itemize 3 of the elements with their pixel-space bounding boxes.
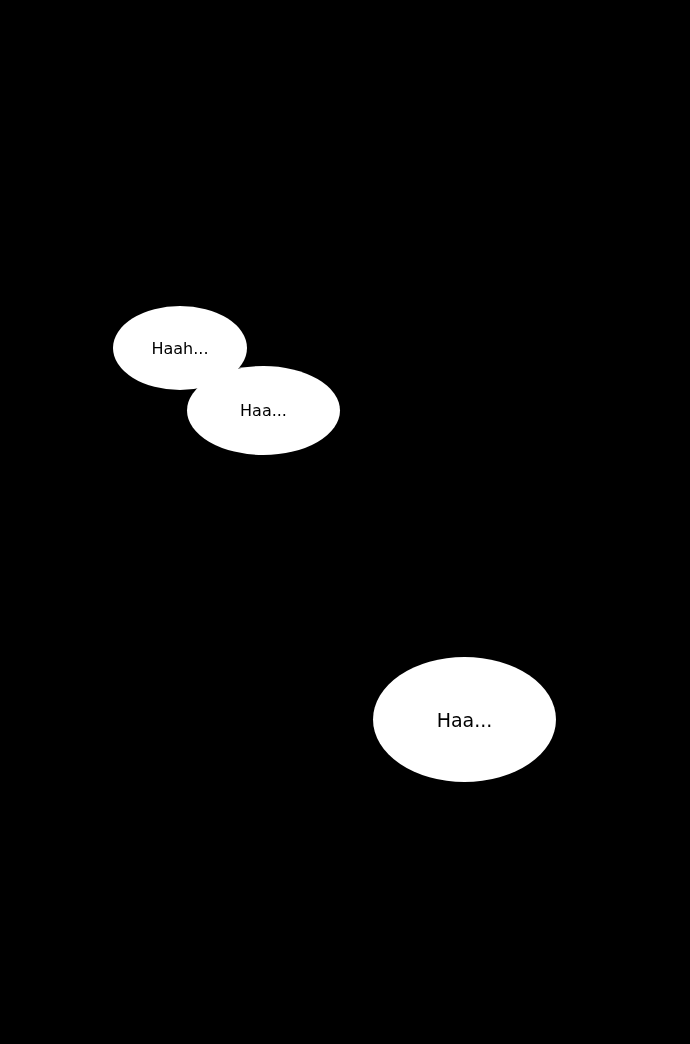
speech-text: Haa...: [436, 708, 493, 731]
speech-text: Haah...: [151, 338, 209, 358]
speech-text: Haa...: [240, 401, 287, 420]
